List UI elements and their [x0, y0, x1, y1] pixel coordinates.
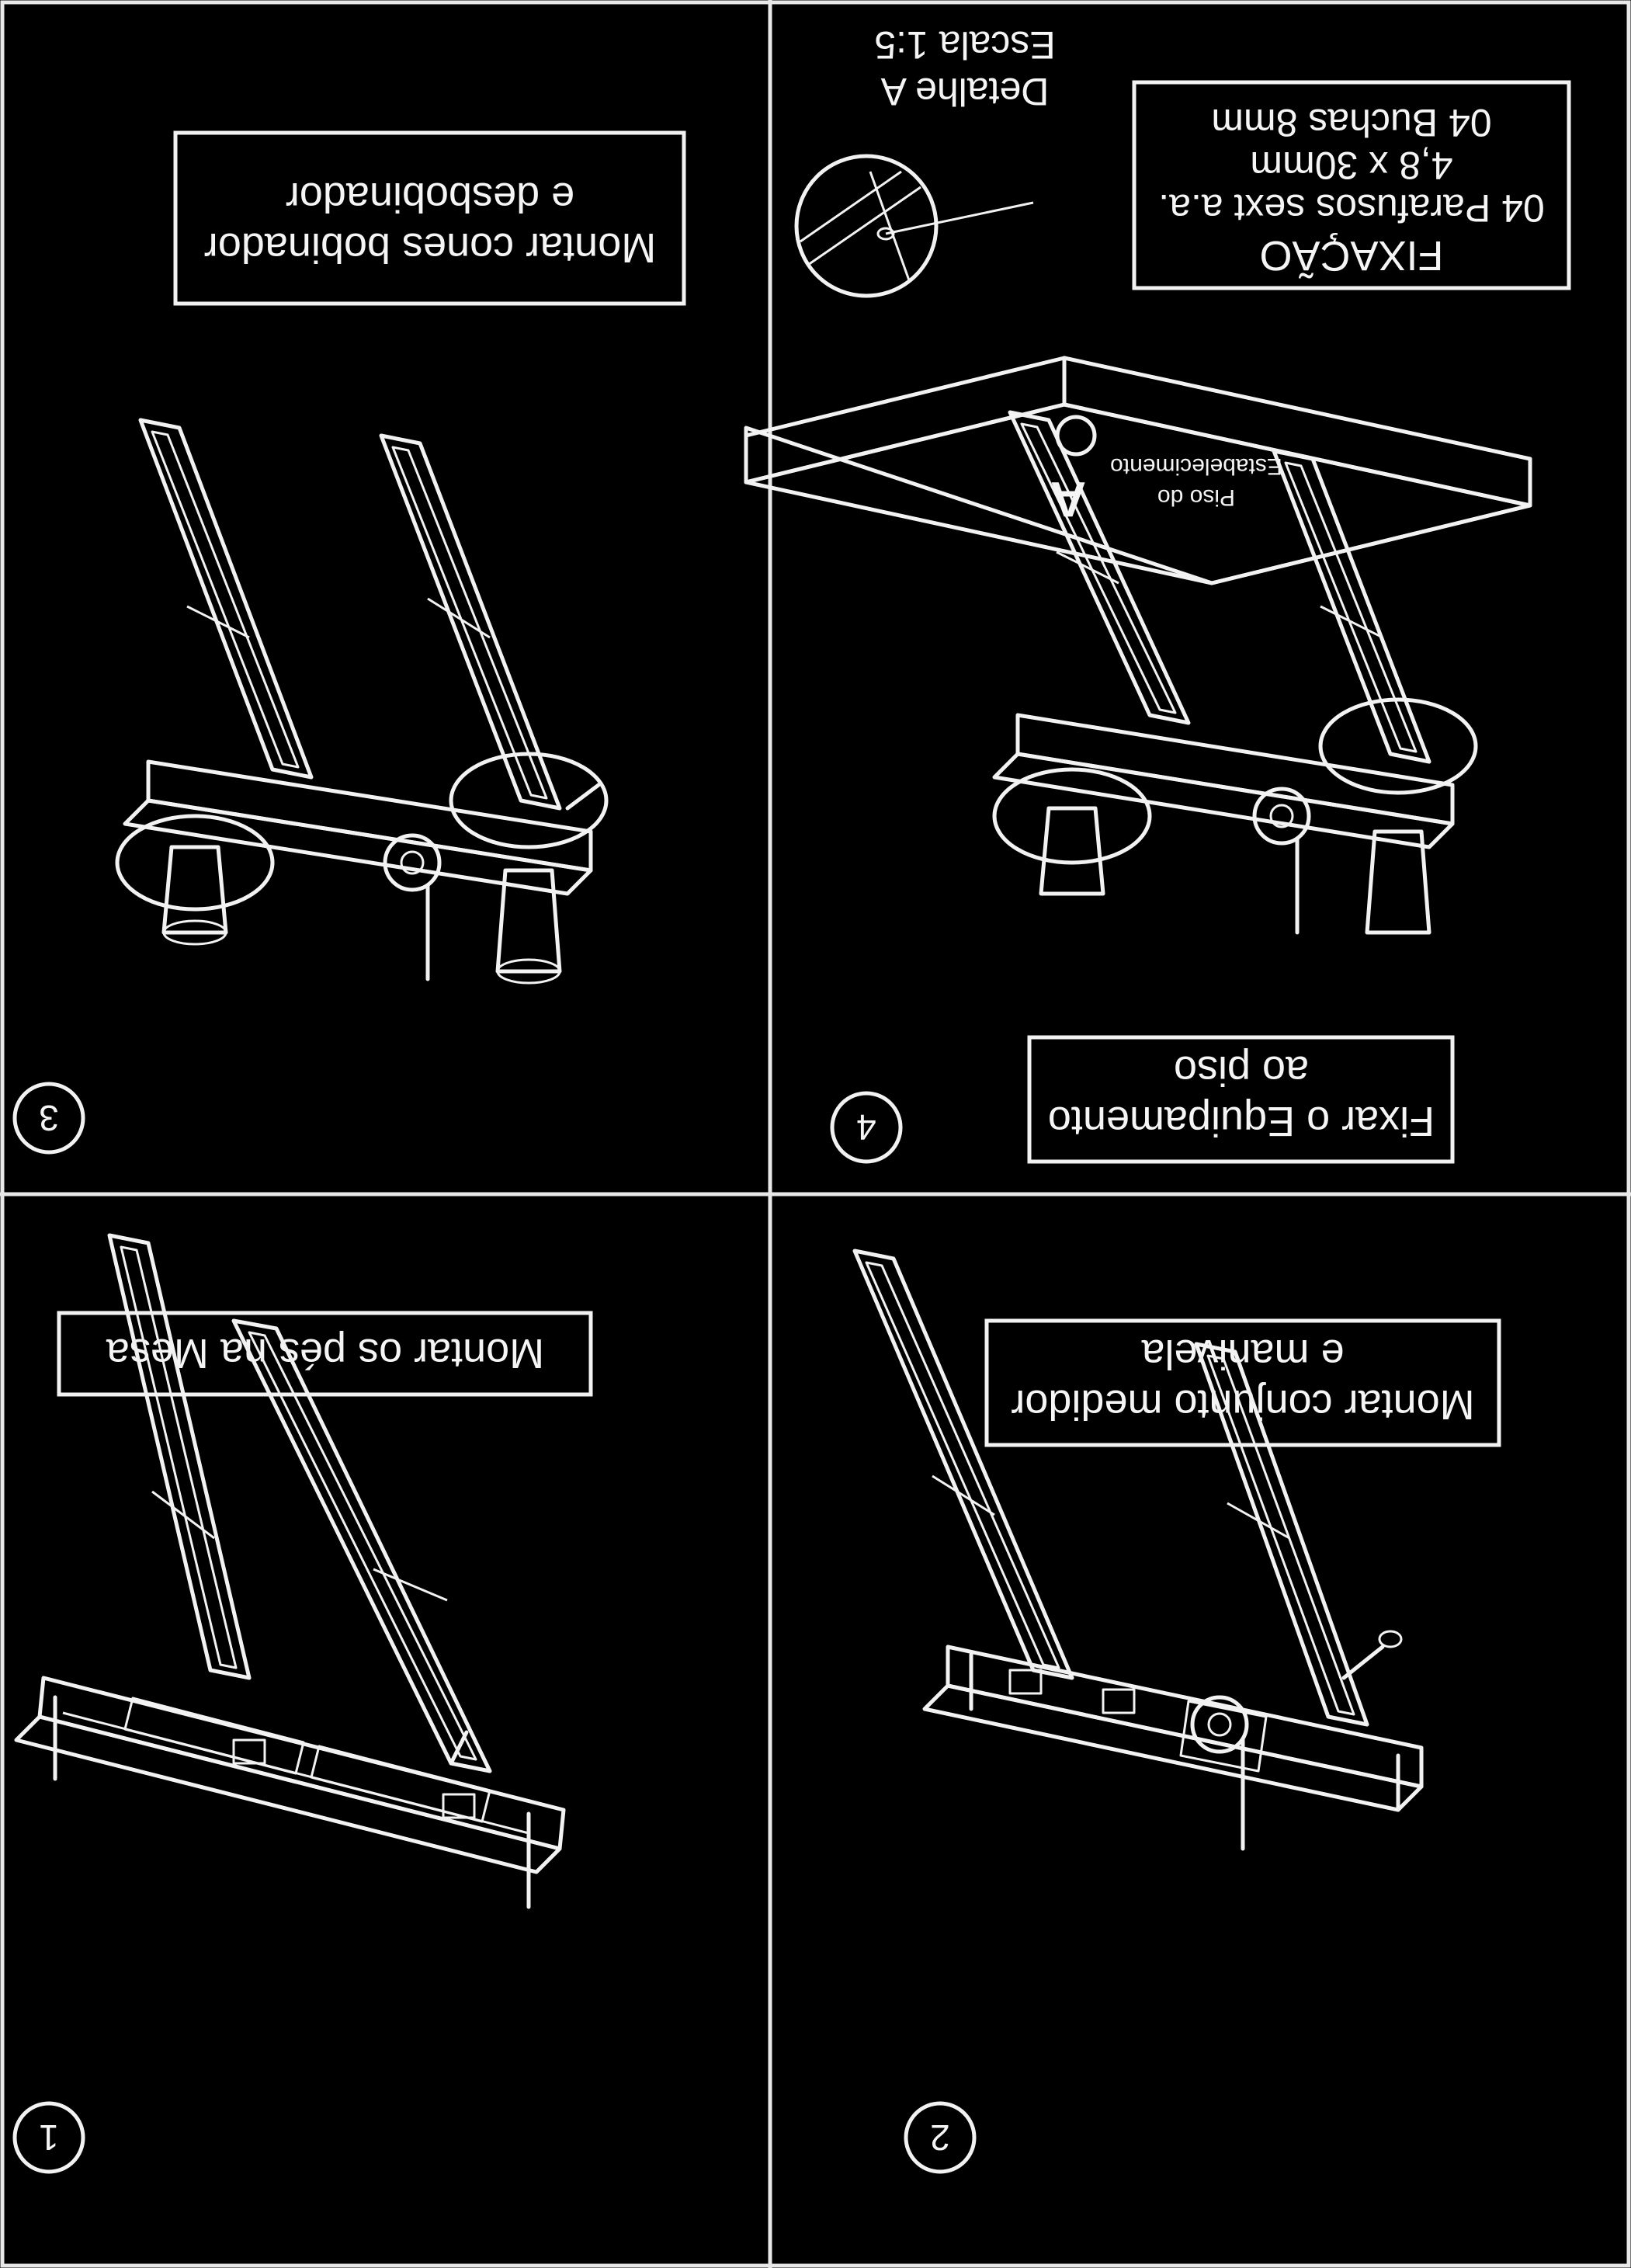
panel-step-2: 2 Montar conjunto medidor e manivela — [852, 1249, 1501, 2174]
fixation-title: FIXAÇÃO — [1259, 232, 1443, 279]
panel-step-3: 3 Montar cones bobinador e desbobinador — [12, 130, 686, 1155]
step-4-table-drawing — [992, 410, 1478, 935]
step-4-instruction-line-2: ao piso — [1174, 1047, 1309, 1094]
fixation-line-2: 4,8 x 30mm — [1250, 144, 1452, 187]
detail-a-magnified-view: Detalhe A Escala 1:5 — [794, 23, 1056, 298]
detail-a-callout-circle — [1055, 415, 1097, 457]
step-3-instruction-box: Montar cones bobinador e desbobinador — [173, 130, 686, 306]
floor-slab: Piso do Estabelecimento A — [744, 356, 1532, 585]
step-2-number: 2 — [930, 2117, 950, 2158]
step-1-badge: 1 — [12, 2101, 85, 2174]
floor-label-line-2: Estabelecimento — [1110, 453, 1282, 479]
step-4-number: 4 — [856, 1107, 876, 1148]
step-3-number: 3 — [39, 1098, 59, 1138]
step-2-instruction-line-1: Montar conjunto medidor — [1011, 1381, 1474, 1428]
step-3-instruction-line-2: e desbobinador — [286, 174, 574, 221]
step-3-instruction-line-1: Montar cones bobinador — [204, 224, 656, 271]
fixation-box: FIXAÇÃO 04 Parafusos sext a.a. 4,8 x 30m… — [1132, 80, 1571, 290]
step-4-instruction-line-1: Fixar o Equipamento — [1048, 1098, 1435, 1144]
step-2-instruction-box: Montar conjunto medidor e manivela — [984, 1318, 1501, 1447]
detail-scale: Escala 1:5 — [874, 23, 1055, 67]
fixation-line-3: 04 Buchas 8mm — [1211, 101, 1491, 144]
detail-title: Detalhe A — [880, 70, 1049, 113]
panel-step-1: 1 Montar os pés na Mesa — [12, 1233, 593, 2174]
step-2-badge: 2 — [904, 2101, 977, 2174]
panel-step-4: 4 Fixar o Equipamento ao piso — [744, 23, 1571, 1164]
step-1-number: 1 — [39, 2117, 59, 2158]
step-2-table-drawing — [852, 1249, 1424, 1851]
step-4-instruction-box: Fixar o Equipamento ao piso — [1027, 1035, 1455, 1164]
step-4-badge: 4 — [830, 1091, 903, 1164]
detail-marker: A — [1050, 471, 1086, 527]
fixation-line-1: 04 Parafusos sext a.a. — [1158, 186, 1545, 230]
step-3-badge: 3 — [12, 1082, 85, 1155]
floor-label-line-1: Piso do — [1157, 485, 1235, 510]
step-3-table-drawing — [115, 418, 609, 985]
step-1-table-drawing — [14, 1233, 566, 1909]
